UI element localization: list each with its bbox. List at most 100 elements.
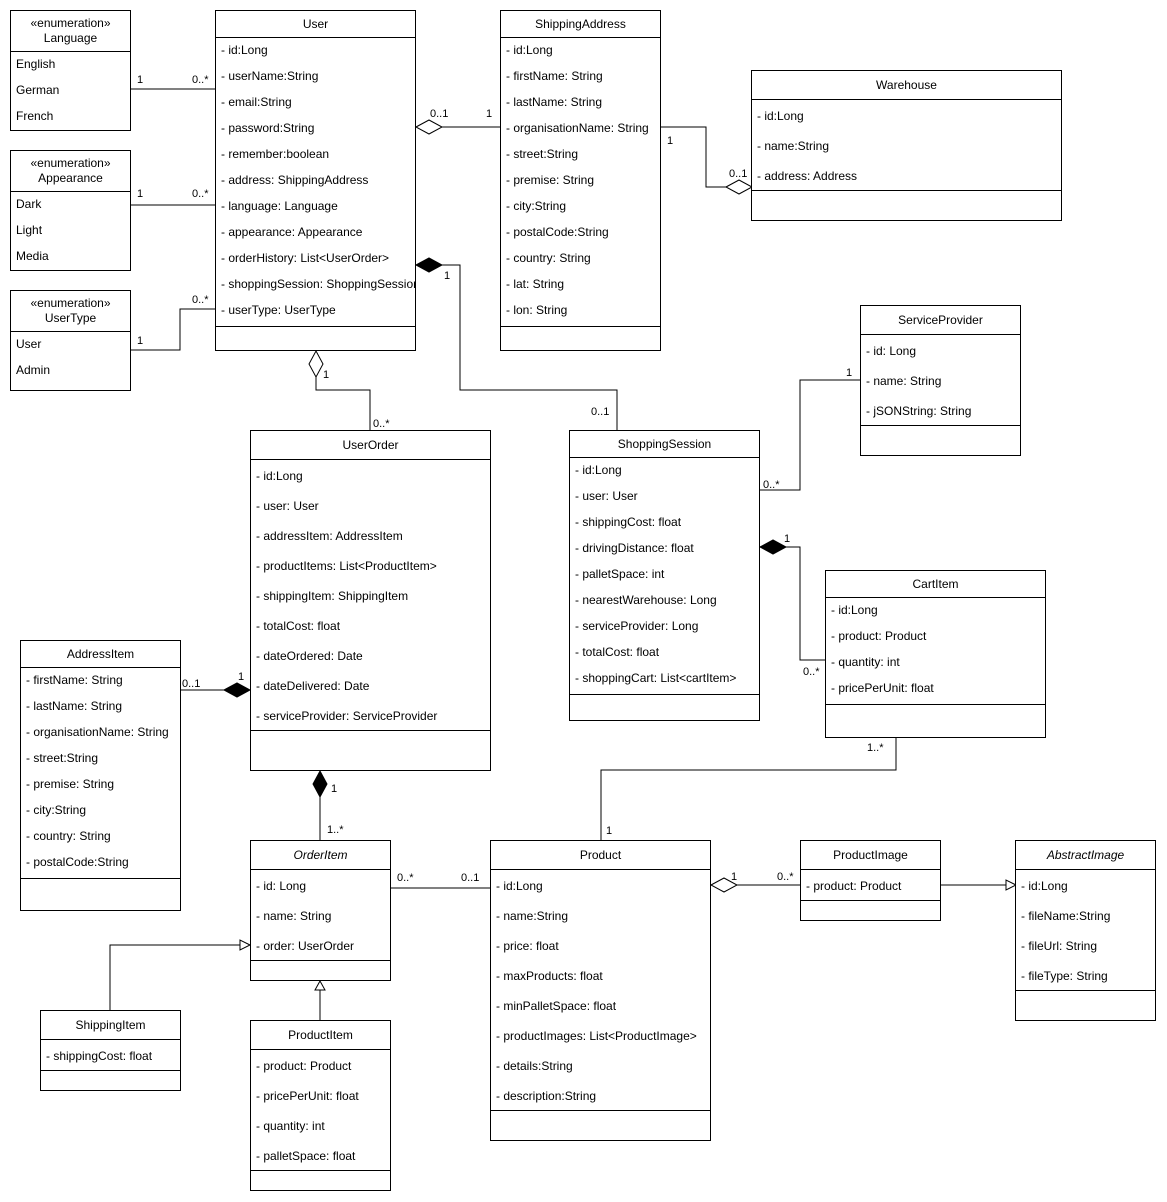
attribute: - remember:boolean <box>221 147 330 161</box>
attribute: - id:Long <box>575 463 622 477</box>
multiplicity-label: 0..* <box>763 479 780 491</box>
attribute: - jSONString: String <box>866 404 972 418</box>
class-name: User <box>302 16 329 31</box>
attribute: - firstName: String <box>506 69 603 83</box>
enum-literal: Media <box>16 249 49 263</box>
enum-appearance: «enumeration» Appearance Dark Light Medi… <box>10 150 131 271</box>
attribute: - product: Product <box>806 879 902 893</box>
attribute: - lastName: String <box>506 95 603 109</box>
multiplicity-label: 0..1 <box>430 108 449 120</box>
attribute: - language: Language <box>221 199 338 213</box>
class-orderitem: OrderItem - id: Long - name: String - or… <box>250 840 391 981</box>
attribute: - nearestWarehouse: Long <box>575 593 717 607</box>
multiplicity-label: 0..* <box>397 872 414 884</box>
attribute: - street:String <box>506 147 579 161</box>
multiplicity-label: 0..* <box>192 74 209 86</box>
attribute: - address: Address <box>757 169 858 183</box>
class-header: «enumeration» Appearance <box>11 151 130 192</box>
class-name: OrderItem <box>293 847 348 862</box>
attribute: - firstName: String <box>26 673 123 687</box>
attribute: - quantity: int <box>831 655 900 669</box>
attribute: - orderHistory: List<UserOrder> <box>221 251 390 265</box>
operations-divider <box>251 960 390 961</box>
attribute: - price: float <box>496 939 559 953</box>
attribute: - userType: UserType <box>221 303 336 317</box>
aggregation-diamond-user-order <box>308 349 324 379</box>
attribute: - organisationName: String <box>26 725 169 739</box>
attribute: - quantity: int <box>256 1119 325 1133</box>
enum-usertype: «enumeration» UserType User Admin <box>10 290 131 391</box>
multiplicity-label: 1 <box>137 188 144 200</box>
class-header: AbstractImage <box>1016 841 1155 870</box>
aggregation-diamond-warehouse <box>724 179 754 195</box>
attribute: - name:String <box>496 909 569 923</box>
class-name: ProductImage <box>833 847 908 862</box>
attribute: - shippingCost: float <box>575 515 682 529</box>
attribute: - maxProducts: float <box>496 969 603 983</box>
multiplicity-label: 1 <box>486 108 493 120</box>
class-name: Appearance <box>38 171 103 185</box>
attribute: - name: String <box>866 374 942 388</box>
multiplicity-label: 1 <box>846 367 853 379</box>
generalization-arrow-orderitem-left <box>239 939 252 951</box>
attribute: - shippingItem: ShippingItem <box>256 589 409 603</box>
attribute: - appearance: Appearance <box>221 225 363 239</box>
attribute: - id: Long <box>866 344 917 358</box>
attribute: - lat: String <box>506 277 565 291</box>
composition-diamond-session-cart <box>758 539 788 555</box>
operations-divider <box>570 694 759 695</box>
multiplicity-label: 1 <box>331 783 338 795</box>
gen-shippingitem-orderitem <box>109 944 240 1011</box>
attribute: - city:String <box>506 199 567 213</box>
class-productitem: ProductItem - product: Product - pricePe… <box>250 1020 391 1191</box>
attribute: - postalCode:String <box>26 855 129 869</box>
attribute: - fileType: String <box>1021 969 1108 983</box>
class-header: ShoppingSession <box>570 431 759 458</box>
enum-literal: English <box>16 57 56 71</box>
attribute: - country: String <box>506 251 591 265</box>
attribute: - totalCost: float <box>256 619 341 633</box>
class-name: CartItem <box>912 576 959 591</box>
attribute: - email:String <box>221 95 292 109</box>
operations-divider <box>501 326 660 327</box>
class-shippingitem: ShippingItem - shippingCost: float <box>40 1010 181 1091</box>
attribute: - lon: String <box>506 303 568 317</box>
multiplicity-label: 1 <box>667 135 674 147</box>
attribute: - totalCost: float <box>575 645 660 659</box>
attribute: - id:Long <box>757 109 804 123</box>
multiplicity-label: 1 <box>137 74 144 86</box>
enum-literal: German <box>16 83 60 97</box>
stereotype-label: «enumeration» <box>30 16 111 30</box>
class-header: User <box>216 11 415 38</box>
class-name: AbstractImage <box>1046 847 1125 862</box>
attribute: - lastName: String <box>26 699 123 713</box>
attribute: - address: ShippingAddress <box>221 173 369 187</box>
attribute: - shoppingCart: List<cartItem> <box>575 671 737 685</box>
attribute: - palletSpace: float <box>256 1149 356 1163</box>
attribute: - productImages: List<ProductImage> <box>496 1029 697 1043</box>
attribute: - premise: String <box>26 777 115 791</box>
attribute: - street:String <box>26 751 99 765</box>
operations-divider <box>826 704 1045 705</box>
class-header: ProductImage <box>801 841 940 870</box>
attribute: - fileUrl: String <box>1021 939 1098 953</box>
attribute: - name:String <box>757 139 830 153</box>
multiplicity-label: 1..* <box>327 824 344 836</box>
class-name: Language <box>43 31 98 45</box>
enum-literal: Admin <box>16 363 51 377</box>
stereotype-label: «enumeration» <box>30 156 111 170</box>
class-header: CartItem <box>826 571 1045 598</box>
multiplicity-label: 1 <box>606 825 613 837</box>
generalization-arrow-orderitem-bottom <box>314 979 326 991</box>
attribute: - id:Long <box>831 603 878 617</box>
assoc-session-cartitem <box>786 546 826 661</box>
class-product: Product - id:Long - name:String - price:… <box>490 840 711 1141</box>
class-cartitem: CartItem - id:Long - product: Product - … <box>825 570 1046 738</box>
operations-divider <box>41 1070 180 1071</box>
attribute: - user: User <box>256 499 319 513</box>
class-header: ServiceProvider <box>861 306 1020 335</box>
enum-literal: Dark <box>16 197 42 211</box>
operations-divider <box>491 1110 710 1111</box>
class-header: Warehouse <box>752 71 1061 100</box>
multiplicity-label: 1 <box>137 335 144 347</box>
